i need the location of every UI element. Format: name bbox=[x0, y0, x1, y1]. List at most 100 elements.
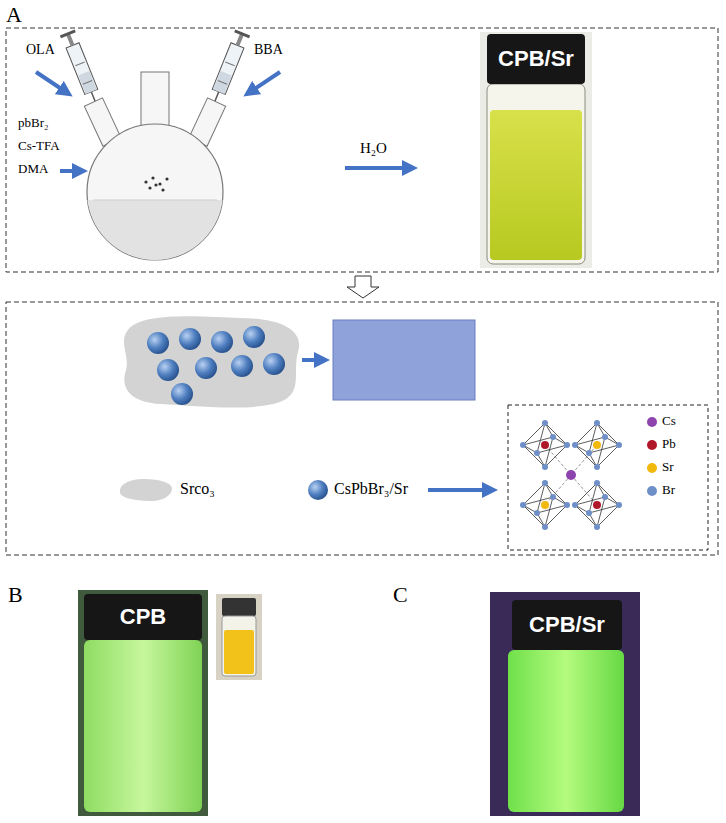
vial-photo bbox=[222, 616, 256, 676]
round-bottom-flask bbox=[141, 72, 169, 132]
legend-sphere bbox=[308, 480, 328, 500]
flow-arrow bbox=[36, 72, 66, 92]
composite-film bbox=[333, 320, 475, 400]
syringe bbox=[66, 43, 98, 95]
syringe bbox=[60, 29, 76, 38]
vial-photo bbox=[78, 590, 208, 816]
crystal-structure bbox=[572, 420, 622, 470]
vial-cap: CPB/Sr bbox=[487, 34, 585, 84]
nanocrystal-sphere bbox=[195, 357, 217, 379]
panel-letter: C bbox=[393, 582, 408, 607]
legend-swatch bbox=[647, 440, 657, 450]
crystal-structure bbox=[541, 441, 549, 449]
syringe bbox=[218, 81, 227, 85]
vial-photo bbox=[490, 592, 640, 816]
crystal-structure bbox=[593, 501, 601, 509]
reagent-label: pbBr₂ bbox=[18, 116, 49, 131]
vial-photo bbox=[480, 32, 592, 268]
legend-label: Srco₃ bbox=[180, 480, 215, 498]
round-bottom-flask bbox=[151, 176, 154, 179]
syringe bbox=[78, 71, 97, 94]
round-bottom-flask bbox=[80, 72, 240, 270]
reagent-label: BBA bbox=[254, 42, 283, 58]
legend-swatch bbox=[647, 417, 657, 427]
reagent-label: OLA bbox=[26, 42, 55, 58]
legend-label: Sr bbox=[662, 460, 674, 475]
crystal-structure bbox=[520, 420, 622, 530]
vial-photo bbox=[224, 630, 254, 674]
round-bottom-flask bbox=[165, 177, 168, 180]
nanocrystal-sphere bbox=[179, 328, 201, 350]
crystal-structure bbox=[520, 480, 570, 530]
vial-photo bbox=[78, 590, 208, 816]
syringe bbox=[234, 29, 250, 38]
syringe bbox=[215, 92, 219, 101]
syringe bbox=[212, 43, 244, 95]
panel-letter: A bbox=[6, 2, 22, 27]
syringe bbox=[75, 62, 84, 66]
legend-label: Br bbox=[662, 483, 675, 498]
round-bottom-flask bbox=[158, 182, 161, 185]
crystal-structure bbox=[572, 480, 622, 530]
down-arrow bbox=[347, 276, 379, 298]
nanocrystal-sphere bbox=[211, 331, 233, 353]
legend-swatch bbox=[647, 486, 657, 496]
nanocrystal-sphere bbox=[157, 359, 179, 381]
nanocrystal-sphere bbox=[263, 353, 285, 375]
panel-frame bbox=[6, 302, 718, 555]
srco3-matrix bbox=[124, 316, 299, 407]
reagent-label: H₂O bbox=[360, 140, 387, 157]
legend-label: Cs bbox=[662, 414, 676, 429]
reagent-label: Cs-TFA bbox=[18, 139, 60, 154]
flow-arrow bbox=[250, 72, 280, 92]
flow-arrow bbox=[302, 358, 322, 362]
legend-label: CsPbBr₃/Sr bbox=[334, 480, 408, 498]
nanocrystal-sphere bbox=[147, 326, 285, 405]
crystal-structure bbox=[520, 420, 570, 470]
nanocrystal-sphere bbox=[243, 326, 265, 348]
legend-swatch bbox=[120, 479, 172, 501]
reagent-label: DMA bbox=[18, 162, 48, 177]
vial-photo bbox=[487, 84, 585, 264]
round-bottom-flask bbox=[148, 186, 151, 189]
vial-photo bbox=[480, 32, 592, 268]
nanocrystal-sphere bbox=[147, 332, 169, 354]
flow-arrow bbox=[428, 488, 490, 492]
round-bottom-flask bbox=[93, 200, 217, 201]
flow-arrow bbox=[345, 166, 410, 170]
legend-label: Pb bbox=[662, 437, 676, 452]
crystal-structure bbox=[541, 501, 549, 509]
vial-cap: CPB/Sr bbox=[512, 600, 622, 650]
syringe bbox=[91, 92, 95, 101]
nanocrystal-sphere bbox=[231, 355, 253, 377]
syringe bbox=[83, 81, 92, 85]
flow-arrow bbox=[36, 72, 410, 171]
vial-photo bbox=[84, 640, 202, 812]
vial-cap: CPB bbox=[84, 594, 202, 640]
panel-letter: B bbox=[8, 582, 23, 607]
legend-swatch bbox=[647, 463, 657, 473]
round-bottom-flask bbox=[161, 188, 164, 191]
cap-label: CPB/Sr bbox=[498, 47, 574, 71]
nanocrystal-sphere bbox=[171, 383, 193, 405]
syringe bbox=[213, 71, 232, 94]
cap-label: CPB/Sr bbox=[529, 613, 605, 637]
vial-photo bbox=[222, 598, 256, 616]
structure-frame bbox=[508, 405, 708, 550]
round-bottom-flask bbox=[80, 200, 240, 270]
crystal-structure bbox=[566, 470, 576, 480]
syringe bbox=[225, 62, 234, 66]
round-bottom-flask bbox=[144, 180, 147, 183]
vial-photo bbox=[490, 110, 582, 260]
syringe bbox=[60, 29, 103, 104]
crystal-structure bbox=[593, 441, 601, 449]
panel-frame bbox=[6, 28, 718, 272]
vial-photo bbox=[216, 594, 262, 680]
cap-label: CPB bbox=[120, 605, 166, 629]
vial-photo bbox=[508, 650, 624, 812]
syringe bbox=[208, 29, 251, 104]
round-bottom-flask bbox=[154, 183, 157, 186]
